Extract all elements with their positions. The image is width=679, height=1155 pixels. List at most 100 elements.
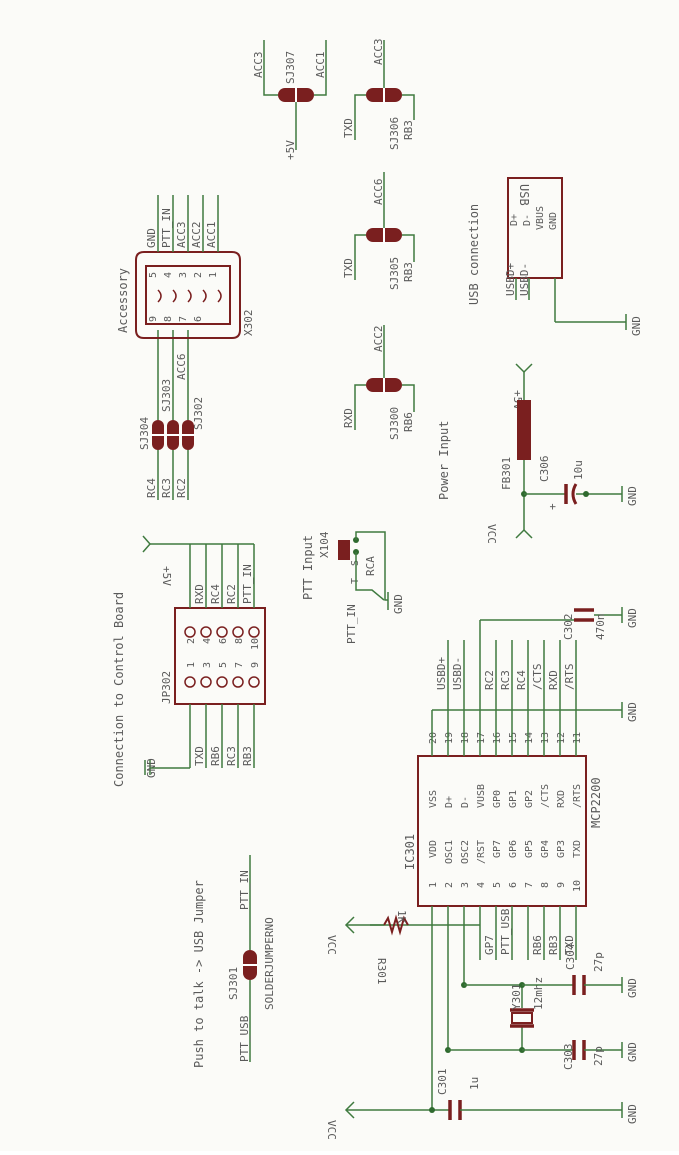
sj300-rb6: RB6 — [402, 412, 415, 432]
c306-value: 10u — [572, 460, 585, 480]
sj307-plus5v: +5V — [284, 140, 297, 160]
c301-ref: C301 — [436, 1069, 449, 1096]
ic301-body — [417, 755, 587, 907]
ic301-left-pin-names: VDD OSC1 OSC2 /RST GP7 GP6 GP5 GP4 GP3 T… — [428, 840, 583, 864]
ic301-num-14: 14 — [524, 732, 535, 744]
jp302-5v-arrow — [142, 535, 151, 553]
ic301-num-16: 16 — [492, 732, 503, 744]
jp302-pin-3: 3 — [202, 662, 213, 668]
x302-upper-nets: SJ303 ACC6 SJ302 — [160, 354, 205, 431]
x302-lower-nets: GND PTT_IN ACC3 ACC2 ACC1 — [145, 208, 218, 248]
ic301-pin-rts: /RTS — [572, 784, 583, 808]
sj300-rxd: RXD — [342, 408, 355, 428]
ic301-num-18: 18 — [460, 732, 471, 744]
x104-gnd-label: GND — [392, 594, 405, 614]
c303-value: 27p — [592, 1046, 605, 1066]
ic301-name: MCP2200 — [589, 777, 603, 828]
ic301-pin-rxd: RXD — [556, 790, 567, 808]
jp302-odd-pin-numbers: 1 3 5 7 9 — [186, 662, 261, 668]
r301-vcc-label: VCC — [325, 935, 338, 955]
fb301-ref: FB301 — [500, 457, 513, 490]
c306-polarity: + — [546, 503, 559, 510]
jp302-ref: JP302 — [160, 671, 173, 704]
ic301-left-nets: GP7 PTT_USB RB6 RB3 TXD — [483, 908, 576, 955]
usb-ref: USB — [517, 184, 531, 206]
r301-ref: R301 — [375, 958, 388, 985]
usb-nets: USBD+ USBD- — [504, 263, 531, 296]
x302-pin-7: 7 — [178, 316, 189, 322]
x302-net-sj303: SJ303 — [160, 379, 173, 412]
title-ptt-input: PTT Input — [301, 535, 315, 600]
fb301-ferrite — [517, 400, 531, 460]
c302-gnd-label: GND — [626, 608, 639, 628]
jp302-net-txd: TXD — [193, 746, 206, 766]
net-ptt-usb: PTT_USB — [238, 1015, 251, 1062]
ic301-num-10: 10 — [572, 880, 583, 892]
jp302-net-rb6: RB6 — [209, 746, 222, 766]
title-power-input: Power Input — [437, 421, 451, 500]
sj304-jumper — [150, 420, 196, 450]
sj307-left-net: ACC3 — [252, 52, 265, 79]
x302-pin-4: 4 — [163, 272, 174, 278]
ic301-right-nets: USBD+ USBD- RC2 RC3 RC4 /CTS RXD /RTS — [435, 657, 576, 690]
jp302-pin-1: 1 — [186, 662, 197, 668]
ic301-pin-gp5: GP5 — [524, 840, 535, 858]
x104-rca-jack — [338, 540, 350, 560]
ic301-num-5: 5 — [492, 882, 503, 888]
jp302-odd-nets: TXD RB6 RC3 RB3 — [193, 746, 254, 766]
jp302-net-rb3: RB3 — [241, 746, 254, 766]
ic301-net-rts: /RTS — [563, 664, 576, 691]
sj307-ref: SJ307 — [284, 51, 297, 84]
usb-pin-dplus: D+ — [509, 214, 520, 226]
sj305-txd: TXD — [342, 258, 355, 278]
ic301-net-rc3: RC3 — [499, 670, 512, 690]
sj305-rb3: RB3 — [402, 262, 415, 282]
jp302-pin-9: 9 — [250, 662, 261, 668]
ic301-net-rxd: RXD — [547, 670, 560, 690]
sj305-acc: ACC6 — [372, 179, 385, 206]
title-control-board: Connection to Control Board — [112, 592, 126, 787]
ic301-num-11: 11 — [572, 732, 583, 744]
ic301-right-pin-numbers: 20 19 18 17 16 15 14 13 12 11 — [428, 732, 583, 744]
x302-net-ptt-in: PTT_IN — [160, 208, 173, 248]
x302-net-acc3: ACC3 — [175, 222, 188, 249]
ic301-pin-gp6: GP6 — [508, 840, 519, 858]
title-ptt-jumper: Push to talk -> USB Jumper — [192, 880, 206, 1068]
sj304-nets: RC4 RC3 RC2 — [145, 478, 188, 498]
ic301-num-7: 7 — [524, 882, 535, 888]
title-usb-connection: USB connection — [467, 204, 481, 305]
x302-net-acc6: ACC6 — [175, 354, 188, 381]
sj304-ref: SJ304 — [138, 417, 151, 450]
c304-value: 27p — [592, 952, 605, 972]
jp302-net-rc3: RC3 — [225, 746, 238, 766]
sj307-right-net: ACC1 — [314, 52, 327, 79]
x302-net-acc1: ACC1 — [205, 222, 218, 249]
x104-ref: X104 — [318, 531, 331, 558]
x302-upper-pin-numbers: 9 8 7 6 — [148, 316, 204, 322]
ic301-num-8: 8 — [540, 882, 551, 888]
y301-ref: Y301 — [510, 984, 523, 1011]
ic301-net-rc4: RC4 — [515, 670, 528, 690]
ic301-pin-gp1: GP1 — [508, 790, 519, 808]
ic301-net-rb3: RB3 — [547, 935, 560, 955]
ic301-pin-osc1: OSC1 — [444, 840, 455, 864]
ic301-net-usbdplus: USBD+ — [435, 657, 448, 690]
jp302-pin-4: 4 — [202, 638, 213, 644]
ic301-num-4: 4 — [476, 882, 487, 888]
c301-vcc-label: VCC — [325, 1120, 338, 1140]
c302-value: 470n — [594, 614, 607, 641]
ic301-num-1: 1 — [428, 882, 439, 888]
c303-ref: C303 — [562, 1044, 575, 1071]
c301-value: 1u — [468, 1077, 481, 1090]
ic301-num-12: 12 — [556, 732, 567, 744]
ic301-pin-dplus: D+ — [444, 796, 455, 808]
usb-pins: D+ D- VBUS GND — [509, 206, 559, 230]
ic301-pin-gp3: GP3 — [556, 840, 567, 858]
usb-connector-body — [507, 177, 563, 279]
jp302-even-nets: RXD RC4 RC2 PTT_IN — [193, 564, 254, 604]
ic301-net-usbdminus: USBD- — [451, 657, 464, 690]
ic301-pin-vdd: VDD — [428, 840, 439, 858]
x302-db9-body — [135, 251, 241, 339]
x302-pin-9: 9 — [148, 316, 159, 322]
